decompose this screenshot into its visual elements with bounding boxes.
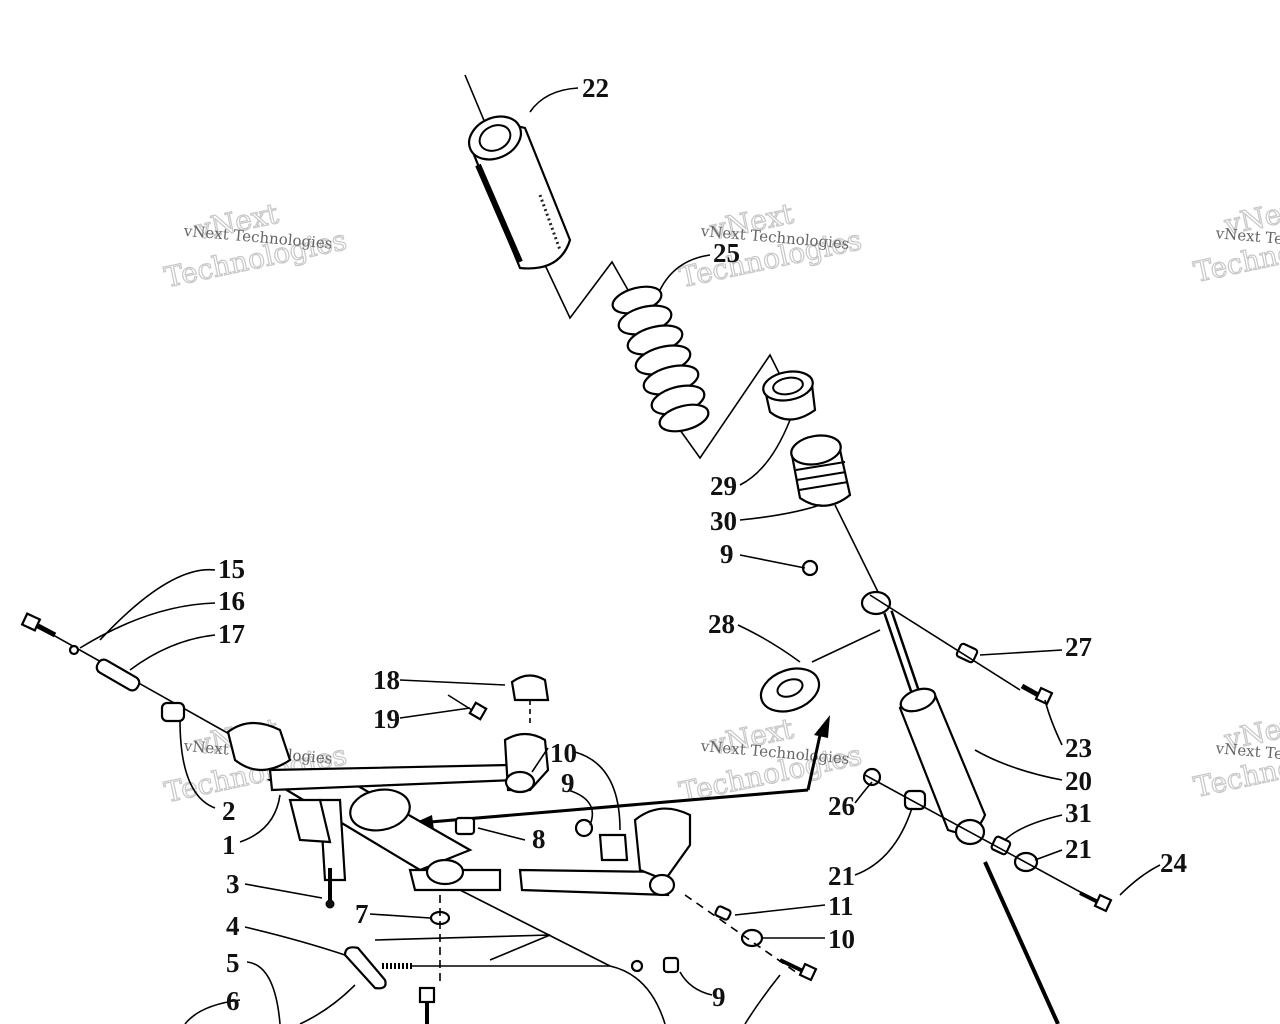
axis-line-mount-upper bbox=[869, 594, 1021, 691]
axis-line-shock bbox=[834, 504, 883, 601]
callout-29: 29 bbox=[710, 471, 737, 501]
callout-1: 1 bbox=[222, 830, 236, 860]
clamp-part-4 bbox=[343, 946, 412, 990]
washer-part-16 bbox=[68, 644, 80, 656]
arrow-leader-up bbox=[806, 734, 822, 791]
callout-3: 3 bbox=[226, 869, 240, 899]
rubber-washer-part bbox=[759, 667, 821, 713]
sleeve-part-11 bbox=[714, 905, 732, 921]
callout-28: 28 bbox=[708, 609, 735, 639]
callout-9-mid: 9 bbox=[561, 768, 575, 798]
nut-part-9-lower bbox=[662, 956, 680, 974]
callout-15: 15 bbox=[218, 554, 245, 584]
callout-25: 25 bbox=[713, 238, 740, 268]
callout-20: 20 bbox=[1065, 766, 1092, 796]
callout-24: 24 bbox=[1160, 848, 1187, 878]
callout-11: 11 bbox=[828, 891, 854, 921]
callout-19: 19 bbox=[373, 704, 400, 734]
callout-26: 26 bbox=[828, 791, 855, 821]
frame-crossmember-part bbox=[226, 721, 502, 892]
spacer-part-27 bbox=[955, 642, 979, 664]
callout-6: 6 bbox=[226, 986, 240, 1016]
callout-18: 18 bbox=[373, 665, 400, 695]
nut-part-top bbox=[801, 559, 819, 577]
coil-spring-part bbox=[611, 285, 710, 433]
screw-part-19 bbox=[447, 694, 488, 721]
callout-21-left: 21 bbox=[828, 861, 855, 891]
arrow-head-up bbox=[814, 715, 830, 738]
callout-21-right: 21 bbox=[1065, 834, 1092, 864]
callout-27: 27 bbox=[1065, 632, 1092, 662]
callout-17: 17 bbox=[218, 619, 245, 649]
callout-22: 22 bbox=[582, 73, 609, 103]
ball-joint-cap-part bbox=[510, 674, 550, 702]
callout-31: 31 bbox=[1065, 798, 1092, 828]
nut-part-10-lower bbox=[740, 928, 764, 948]
washer-part-lower bbox=[630, 959, 644, 973]
bolt-part-lower-right bbox=[779, 958, 818, 982]
leader-lines bbox=[79, 87, 1161, 1024]
frame-rail bbox=[983, 861, 1060, 1024]
sleeve-part-31 bbox=[990, 835, 1012, 856]
callout-2: 2 bbox=[222, 796, 236, 826]
nut-part-9-mid bbox=[574, 818, 594, 838]
dust-boot-part bbox=[468, 115, 572, 270]
axis-line-mount-lower bbox=[864, 774, 1096, 901]
callout-23: 23 bbox=[1065, 733, 1092, 763]
bolt-part-23 bbox=[1020, 683, 1054, 706]
tube-part-17 bbox=[95, 658, 141, 692]
callout-9-top: 9 bbox=[720, 539, 734, 569]
callout-7: 7 bbox=[355, 899, 369, 929]
screw-part-3 bbox=[325, 868, 335, 909]
upper-a-arm-part bbox=[268, 732, 550, 794]
callout-10-top: 10 bbox=[550, 738, 577, 768]
callout-8: 8 bbox=[532, 824, 546, 854]
axis-line-diag-lower bbox=[459, 889, 611, 967]
callout-10-lower: 10 bbox=[828, 924, 855, 954]
bump-stop-part bbox=[790, 434, 852, 507]
callout-16: 16 bbox=[218, 586, 245, 616]
bolt-part-lower bbox=[418, 986, 436, 1024]
bushing-part-2 bbox=[160, 701, 186, 723]
callout-9-lower: 9 bbox=[712, 982, 726, 1012]
axis-line-bracket bbox=[374, 934, 551, 961]
callout-4: 4 bbox=[226, 911, 240, 941]
lower-a-arm-part bbox=[518, 807, 692, 897]
bolt-part-24 bbox=[1079, 891, 1113, 913]
callout-5: 5 bbox=[226, 948, 240, 978]
spring-seat-part bbox=[762, 370, 817, 421]
callout-30: 30 bbox=[710, 506, 737, 536]
nut-part-8 bbox=[454, 816, 476, 836]
shock-absorber-part bbox=[860, 590, 987, 846]
bolt-part-15 bbox=[20, 612, 57, 638]
axis-zigzag-1 bbox=[544, 260, 629, 320]
